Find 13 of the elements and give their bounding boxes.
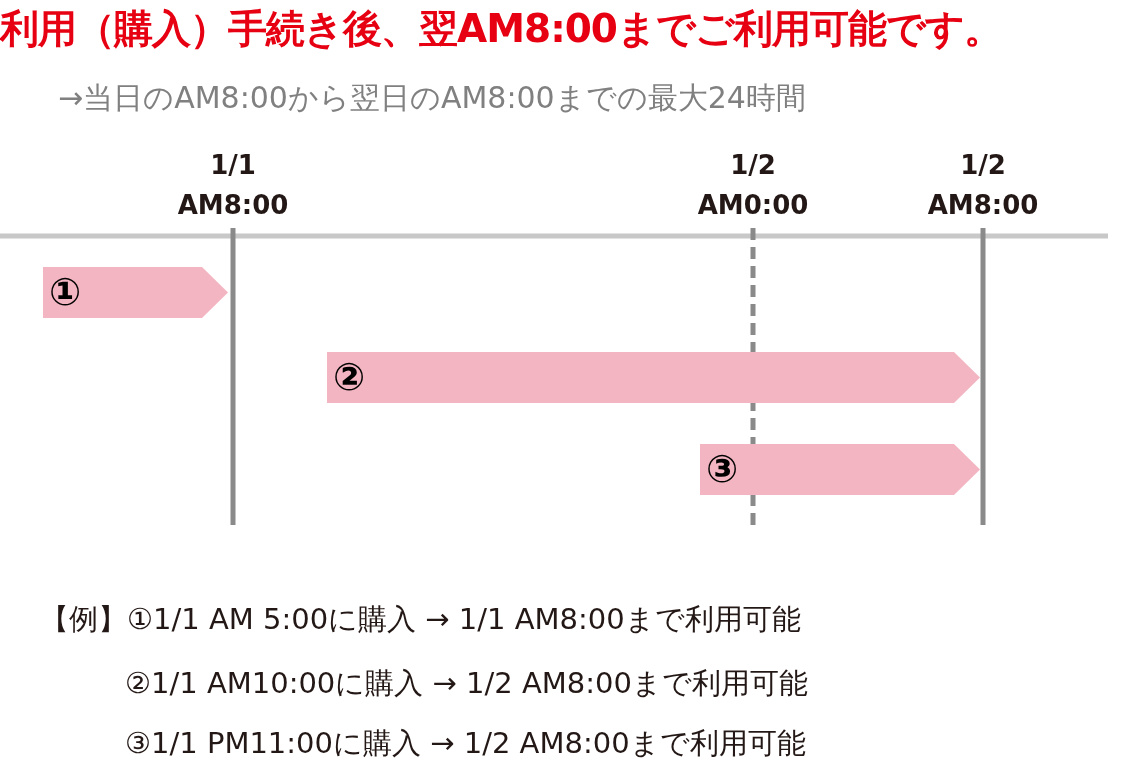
- arrow-band: [327, 352, 980, 403]
- example-text: 【例】①1/1 AM 5:00に購入 → 1/1 AM8:00まで利用可能: [40, 601, 801, 638]
- step-number: ①: [49, 270, 82, 314]
- subtitle: →当日のAM8:00から翌日のAM8:00までの最大24時間: [58, 79, 806, 117]
- time-label: 1/2 AM8:00: [926, 149, 1040, 222]
- arrow-band: [700, 444, 980, 495]
- example-text: ②1/1 AM10:00に購入 → 1/2 AM8:00まで利用可能: [125, 665, 808, 702]
- arrow-band: [43, 267, 228, 318]
- step-number: ②: [333, 355, 366, 399]
- time-label: 1/2 AM0:00: [696, 149, 810, 222]
- time-label: 1/1 AM8:00: [176, 149, 290, 222]
- example-text: ③1/1 PM11:00に購入 → 1/2 AM8:00まで利用可能: [125, 725, 806, 762]
- step-number: ③: [706, 447, 739, 491]
